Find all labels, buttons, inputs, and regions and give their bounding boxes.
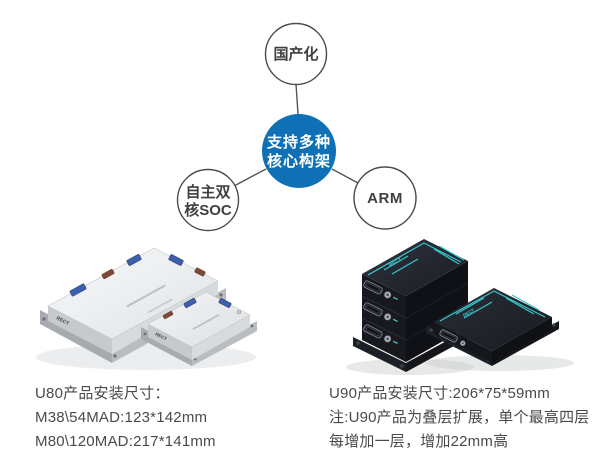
u80-small-module: RECT <box>141 291 257 366</box>
u90-stack-connectors <box>363 280 398 345</box>
connector-right <box>331 168 359 184</box>
connector-top <box>295 83 299 115</box>
u80-caption: U80产品安装尺寸： M38\54MAD:123*142mm M80\120MA… <box>35 382 320 454</box>
u90-single-shadow <box>426 355 574 371</box>
u90-caption-line3: 每增加一层，增加22mm高 <box>329 433 509 450</box>
u80-connectors <box>69 254 206 297</box>
u80-small-connectors <box>162 297 242 320</box>
u90-caption: U90产品安装尺寸:206*75*59mm 注:U90产品为叠层扩展，单个最高四… <box>329 382 600 454</box>
core-architecture-diagram: 国产化 支持多种 核心构架 自主双 核SOC ARM <box>176 22 417 232</box>
diagram-connector-lines <box>233 83 359 187</box>
u80-product-image: RECT RECT <box>36 247 257 370</box>
bubble-center-line1: 支持多种 <box>266 133 331 151</box>
bubble-soc-circle <box>176 168 240 232</box>
bubble-arm: ARM <box>353 166 417 230</box>
u90-product-image: RECT <box>346 239 574 375</box>
bubble-soc-line1: 自主双 <box>185 183 230 201</box>
bubble-arm-label: ARM <box>367 190 403 207</box>
bubble-domestic-circle <box>264 22 328 86</box>
u90-single-brand-label: RECT <box>462 307 475 318</box>
u90-caption-line1: U90产品安装尺寸:206*75*59mm <box>329 385 550 402</box>
bubble-center-circle <box>262 114 336 188</box>
bubble-center-line2: 核心构架 <box>267 152 331 170</box>
connector-left <box>233 168 267 187</box>
u90-caption-line2: 注:U90产品为叠层扩展，单个最高四层 <box>329 409 590 426</box>
bubble-center: 支持多种 核心构架 <box>262 114 336 188</box>
u80-brand-label: RECT <box>55 315 70 327</box>
u90-single-module: RECT <box>426 288 559 366</box>
bubble-domestic-label: 国产化 <box>273 45 318 63</box>
u80-caption-line3: M80\120MAD:217*141mm <box>35 433 216 450</box>
bubble-arm-circle <box>353 166 417 230</box>
bubble-soc: 自主双 核SOC <box>176 168 240 232</box>
u90-single-cyan-deco <box>439 290 546 322</box>
bubble-soc-line2: 核SOC <box>184 201 232 219</box>
u80-caption-line2: M38\54MAD:123*142mm <box>35 409 208 426</box>
u80-caption-line1: U80产品安装尺寸： <box>35 385 170 402</box>
u90-stacked-module: RECT <box>353 239 476 372</box>
u80-small-brand-label: RECT <box>155 331 168 341</box>
bubble-domestic: 国产化 <box>264 22 328 86</box>
u90-stack-brand-label: RECT <box>388 257 403 269</box>
u90-single-connector <box>439 329 466 346</box>
u90-stack-cyan-deco <box>367 242 465 276</box>
